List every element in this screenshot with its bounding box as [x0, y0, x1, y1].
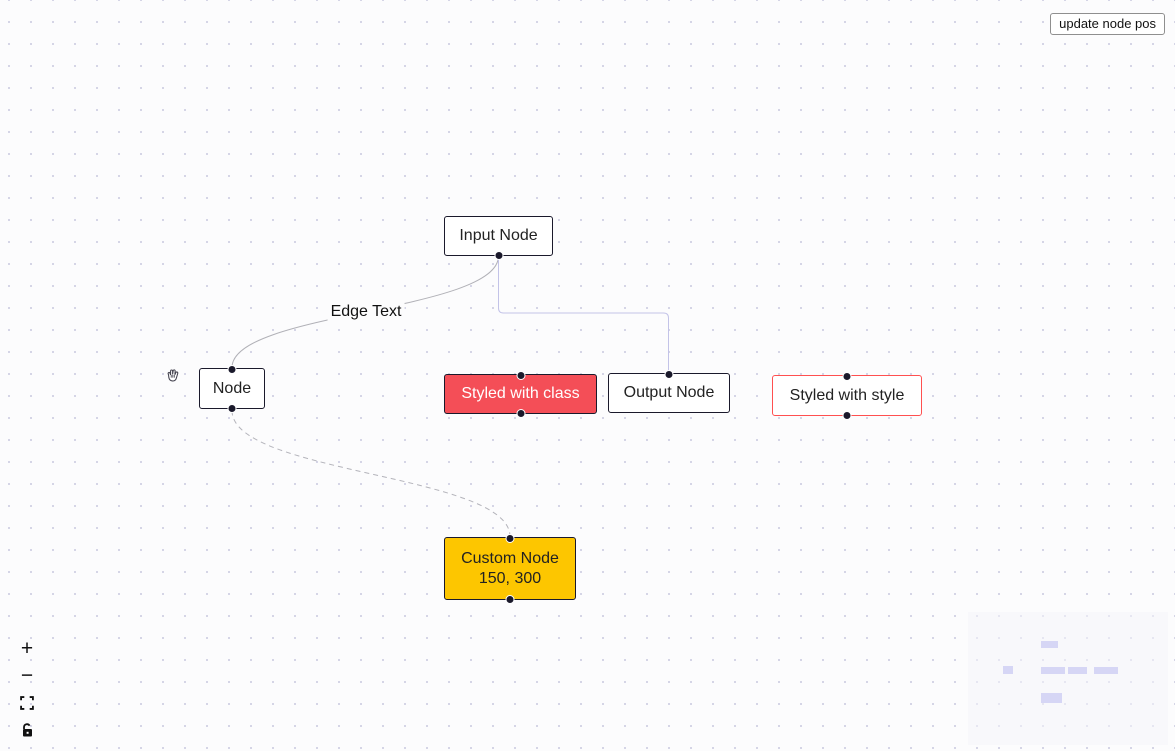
minimap-node	[1068, 667, 1087, 674]
custom-node-handle-top[interactable]	[505, 533, 515, 543]
default-node-handle-top[interactable]	[227, 364, 237, 374]
output-node-label: Output Node	[623, 384, 715, 401]
styled-with-class-label: Styled with class	[461, 385, 580, 402]
minimap[interactable]	[968, 612, 1168, 745]
styled-with-class-handle-bottom[interactable]	[516, 408, 525, 418]
lock-interactivity-button[interactable]	[18, 721, 36, 739]
edge-node-to-custom[interactable]	[231, 410, 511, 537]
minimap-node	[1003, 666, 1013, 674]
update-node-pos-button[interactable]: update node pos	[1050, 13, 1165, 35]
fit-view-button[interactable]	[18, 694, 36, 712]
styled-with-class[interactable]: Styled with class	[444, 370, 597, 418]
zoom-in-button[interactable]: +	[18, 638, 36, 659]
edge-input-to-output[interactable]	[498, 256, 669, 371]
custom-node-handle-bottom[interactable]	[505, 594, 515, 604]
custom-node[interactable]: Custom Node 150, 300	[444, 533, 576, 604]
edge-input-to-node-label[interactable]: Edge Text	[327, 303, 405, 321]
zoom-out-button[interactable]: −	[18, 665, 36, 686]
styled-with-style-handle-top[interactable]	[842, 371, 852, 381]
styled-with-style-label: Styled with style	[789, 386, 905, 404]
minimap-node	[1041, 667, 1065, 674]
input-node[interactable]: Input Node	[444, 216, 553, 260]
styled-with-style[interactable]: Styled with style	[772, 371, 922, 420]
fit-view-icon	[20, 696, 34, 710]
output-node[interactable]: Output Node	[608, 369, 730, 413]
default-node[interactable]: Node	[199, 364, 265, 413]
default-node-label: Node	[212, 379, 252, 397]
custom-node-label: Custom Node	[461, 549, 559, 567]
lock-icon	[20, 722, 34, 738]
custom-node-label: 150, 300	[478, 569, 542, 587]
output-node-handle-top[interactable]	[664, 369, 674, 379]
flow-controls: + −	[18, 638, 36, 739]
input-node-label: Input Node	[459, 227, 538, 244]
styled-with-class-handle-top[interactable]	[516, 370, 525, 380]
input-node-handle-bottom[interactable]	[494, 250, 503, 260]
minimap-node	[1041, 641, 1058, 648]
minimap-node	[1041, 693, 1062, 703]
default-node-handle-bottom[interactable]	[227, 403, 237, 413]
styled-with-style-handle-bottom[interactable]	[842, 410, 852, 420]
minimap-node	[1094, 667, 1118, 674]
